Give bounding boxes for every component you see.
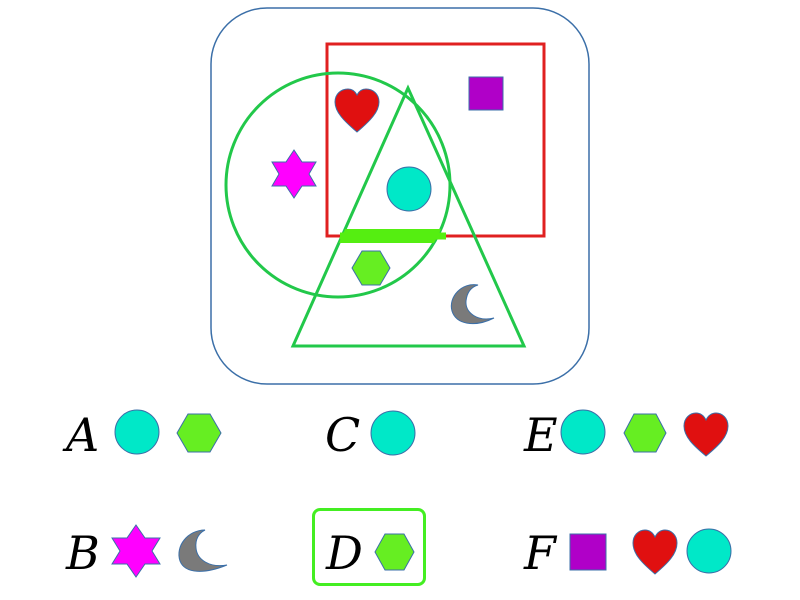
- option-c[interactable]: [370, 410, 416, 456]
- hexagon-icon: [374, 533, 415, 571]
- option-b-label[interactable]: B: [66, 526, 100, 580]
- hexagon-icon: [623, 413, 667, 453]
- rectangle-set: [325, 42, 546, 238]
- option-d-highlight-box[interactable]: [312, 508, 426, 586]
- hexagon-icon: [176, 413, 222, 453]
- circle-icon: [686, 528, 732, 574]
- option-d[interactable]: [374, 533, 415, 571]
- moon-icon: [450, 284, 495, 325]
- option-d-label[interactable]: D: [326, 526, 363, 580]
- option-f[interactable]: [569, 528, 732, 575]
- triangle-set: [290, 84, 527, 348]
- circle-icon: [370, 410, 416, 456]
- heart-icon: [334, 88, 380, 133]
- moon-icon: [178, 529, 228, 572]
- circle-icon: [114, 409, 160, 455]
- circle-icon: [560, 409, 606, 455]
- option-a-label[interactable]: A: [66, 408, 100, 462]
- circle-icon: [386, 166, 432, 212]
- star-icon: [271, 149, 317, 199]
- square-icon: [569, 533, 607, 571]
- option-e-label[interactable]: E: [524, 408, 558, 462]
- star-icon: [111, 524, 161, 578]
- highlighted-region: [293, 229, 450, 297]
- hexagon-icon: [351, 250, 391, 286]
- option-f-label[interactable]: F: [524, 526, 556, 580]
- option-b[interactable]: [111, 524, 228, 578]
- option-c-label[interactable]: C: [325, 408, 361, 462]
- universe-frame: [210, 7, 590, 385]
- square-icon: [468, 76, 504, 111]
- heart-icon: [632, 529, 678, 575]
- option-e[interactable]: [560, 409, 729, 457]
- heart-icon: [683, 412, 729, 457]
- option-a[interactable]: [114, 409, 222, 455]
